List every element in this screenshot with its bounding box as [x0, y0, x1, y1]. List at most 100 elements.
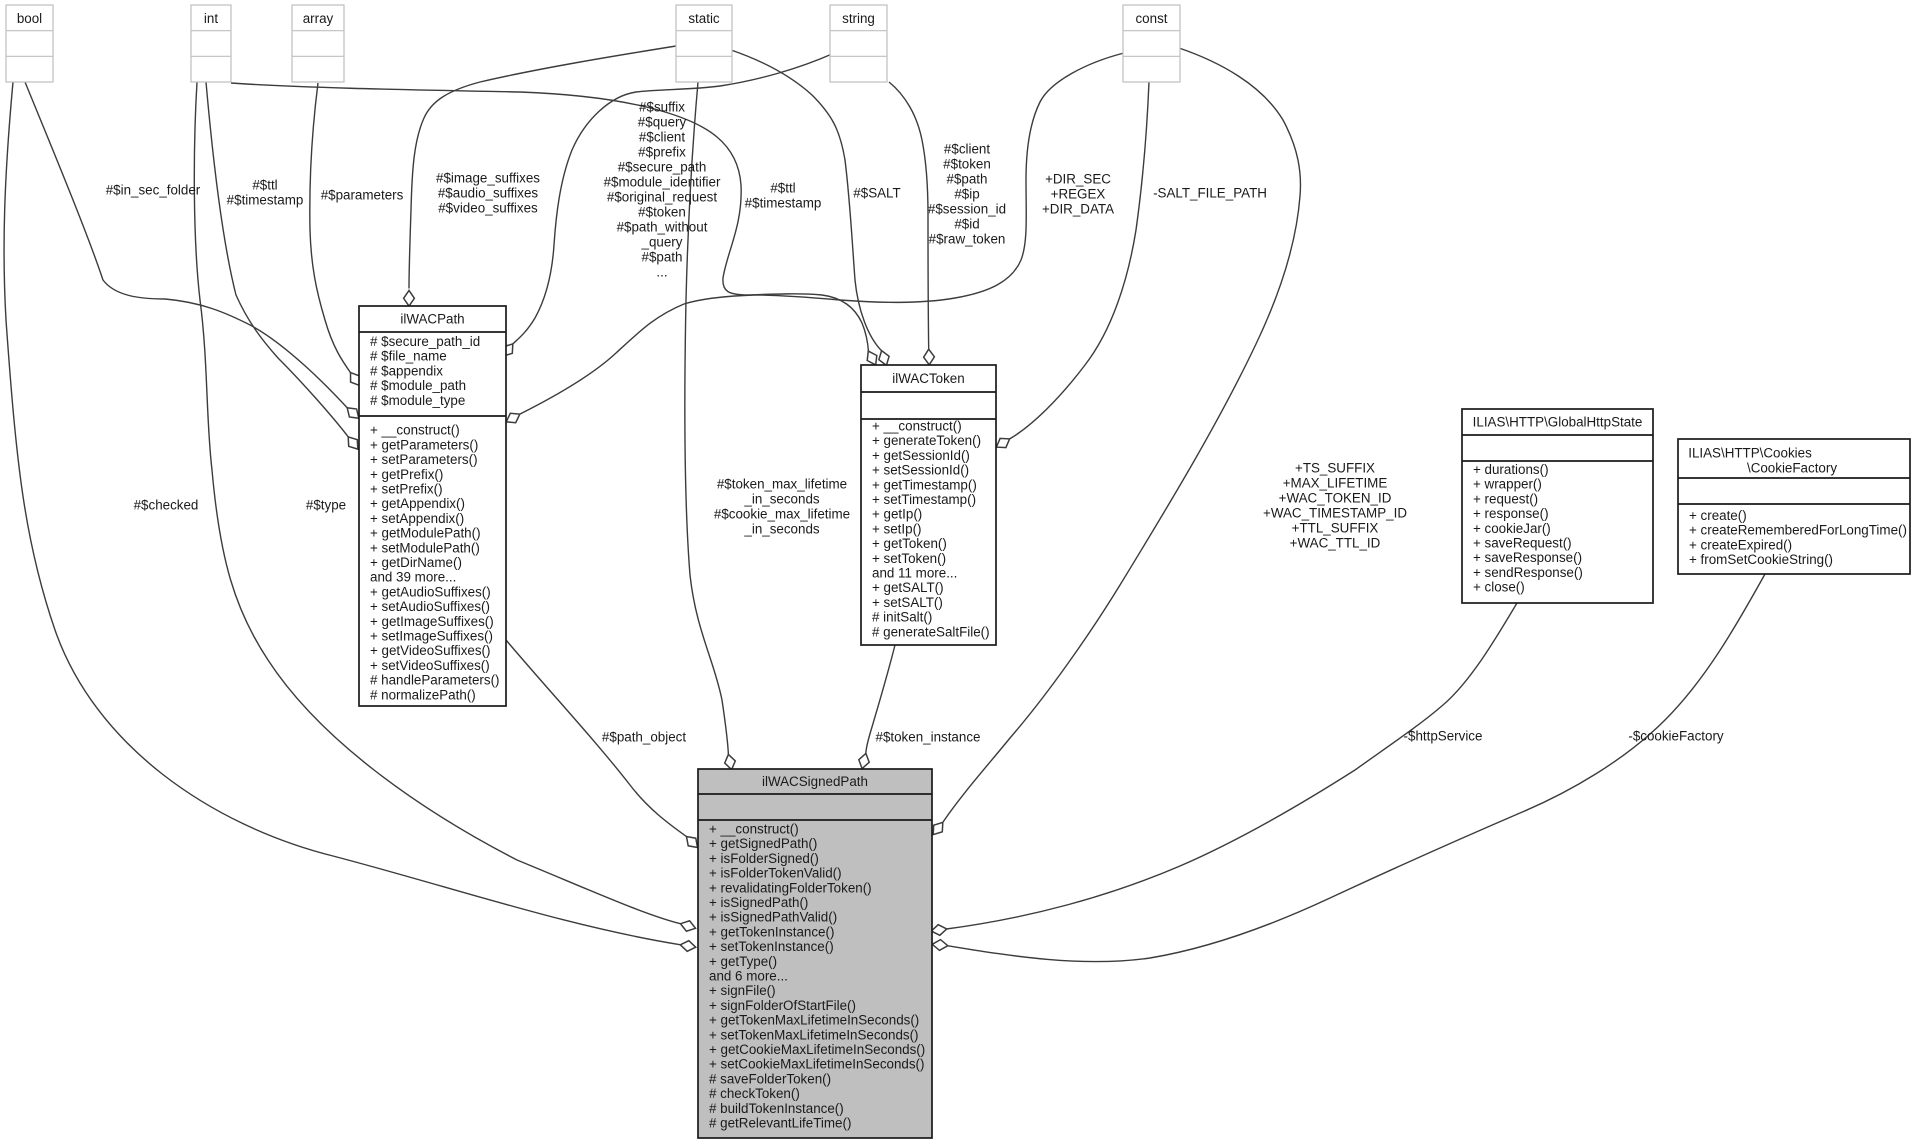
svg-text:+ wrapper(): + wrapper() [1473, 477, 1542, 492]
svg-text:_in_seconds: _in_seconds [743, 522, 819, 537]
svg-text:# generateSaltFile(): # generateSaltFile() [872, 624, 990, 639]
svg-text:+ signFile(): + signFile() [709, 983, 776, 998]
svg-text:+ setSessionId(): + setSessionId() [872, 463, 969, 478]
svg-text:+ response(): + response() [1473, 506, 1549, 521]
svg-text:+ generateToken(): + generateToken() [872, 433, 981, 448]
svg-text:+ request(): + request() [1473, 491, 1538, 506]
svg-text:and 11 more...: and 11 more... [872, 566, 957, 581]
svg-text:+ isSignedPathValid(): + isSignedPathValid() [709, 910, 837, 925]
svg-text:#$video_suffixes: #$video_suffixes [438, 201, 538, 216]
svg-text:+ getTokenMaxLifetimeInSeconds: + getTokenMaxLifetimeInSeconds() [709, 1013, 919, 1028]
svg-text:+MAX_LIFETIME: +MAX_LIFETIME [1283, 476, 1388, 491]
svg-text:+ setModulePath(): + setModulePath() [370, 540, 480, 555]
svg-text:+ revalidatingFolderToken(): + revalidatingFolderToken() [709, 880, 872, 895]
svg-text:#$in_sec_folder: #$in_sec_folder [106, 183, 201, 198]
svg-text:#$id: #$id [954, 217, 979, 232]
svg-text:+ setSALT(): + setSALT() [872, 595, 943, 610]
svg-text:ilWACPath: ilWACPath [400, 312, 464, 327]
svg-text:+ setParameters(): + setParameters() [370, 452, 478, 467]
svg-text:bool: bool [17, 11, 42, 26]
svg-text:+ getTokenInstance(): + getTokenInstance() [709, 924, 834, 939]
svg-text:+WAC_TOKEN_ID: +WAC_TOKEN_ID [1279, 491, 1392, 506]
svg-text:#$ttl: #$ttl [252, 178, 277, 193]
svg-text:-$httpService: -$httpService [1404, 729, 1483, 744]
svg-text:+ getSessionId(): + getSessionId() [872, 448, 970, 463]
svg-text:static: static [688, 11, 720, 26]
svg-text:_query: _query [641, 235, 683, 250]
svg-text:+ create(): + create() [1689, 508, 1747, 523]
svg-text:+ getSignedPath(): + getSignedPath() [709, 836, 817, 851]
svg-text:+ setCookieMaxLifetimeInSecond: + setCookieMaxLifetimeInSeconds() [709, 1057, 924, 1072]
svg-text:#$image_suffixes: #$image_suffixes [436, 171, 540, 186]
svg-text:+ isSignedPath(): + isSignedPath() [709, 895, 808, 910]
svg-text:and 6 more...: and 6 more... [709, 969, 788, 984]
svg-text:#$path_without: #$path_without [617, 220, 708, 235]
svg-text:#$timestamp: #$timestamp [745, 196, 822, 211]
svg-text:# $module_type: # $module_type [370, 393, 465, 408]
svg-text:+ getCookieMaxLifetimeInSecond: + getCookieMaxLifetimeInSeconds() [709, 1042, 925, 1057]
svg-text:#$ttl: #$ttl [770, 181, 795, 196]
svg-text:+DIR_SEC: +DIR_SEC [1045, 172, 1111, 187]
svg-text:+ getImageSuffixes(): + getImageSuffixes() [370, 614, 494, 629]
svg-text:-SALT_FILE_PATH: -SALT_FILE_PATH [1153, 186, 1267, 201]
svg-text:+ createRememberedForLongTime(: + createRememberedForLongTime() [1689, 523, 1907, 538]
svg-text:#$client: #$client [639, 130, 685, 145]
svg-text:+ getModulePath(): + getModulePath() [370, 526, 481, 541]
svg-text:+ fromSetCookieString(): + fromSetCookieString() [1689, 552, 1833, 567]
svg-text:+ __construct(): + __construct() [709, 822, 799, 837]
svg-text:#$parameters: #$parameters [321, 188, 404, 203]
svg-text:#$path: #$path [947, 172, 988, 187]
svg-text:+ getPrefix(): + getPrefix() [370, 467, 443, 482]
svg-text:+ getParameters(): + getParameters() [370, 437, 478, 452]
svg-text:# $appendix: # $appendix [370, 363, 443, 378]
svg-text:+ isFolderSigned(): + isFolderSigned() [709, 851, 819, 866]
svg-text:+ cookieJar(): + cookieJar() [1473, 521, 1551, 536]
svg-text:\CookieFactory: \CookieFactory [1747, 461, 1837, 476]
svg-text:#$secure_path: #$secure_path [618, 160, 707, 175]
svg-text:+ getIp(): + getIp() [872, 507, 922, 522]
svg-text:+ close(): + close() [1473, 580, 1525, 595]
svg-text:ilWACToken: ilWACToken [892, 371, 964, 386]
svg-text:...: ... [656, 265, 667, 280]
svg-text:#$query: #$query [638, 115, 687, 130]
svg-text:#$cookie_max_lifetime: #$cookie_max_lifetime [714, 507, 850, 522]
svg-text:+ saveRequest(): + saveRequest() [1473, 536, 1572, 551]
svg-text:+ setTokenMaxLifetimeInSeconds: + setTokenMaxLifetimeInSeconds() [709, 1027, 919, 1042]
svg-text:and 39 more...: and 39 more... [370, 570, 456, 585]
svg-text:#$token: #$token [638, 205, 686, 220]
svg-text:#$SALT: #$SALT [853, 186, 900, 201]
svg-text:# $file_name: # $file_name [370, 349, 447, 364]
svg-text:+ getVideoSuffixes(): + getVideoSuffixes() [370, 643, 490, 658]
svg-text:# buildTokenInstance(): # buildTokenInstance() [709, 1101, 844, 1116]
svg-text:ILIAS\HTTP\GlobalHttpState: ILIAS\HTTP\GlobalHttpState [1473, 415, 1643, 430]
svg-text:string: string [842, 11, 875, 26]
svg-text:+ setIp(): + setIp() [872, 521, 922, 536]
svg-text:#$timestamp: #$timestamp [227, 193, 304, 208]
svg-text:# saveFolderToken(): # saveFolderToken() [709, 1071, 831, 1086]
svg-text:+ setToken(): + setToken() [872, 551, 946, 566]
svg-text:# handleParameters(): # handleParameters() [370, 673, 500, 688]
svg-text:#$path: #$path [642, 250, 683, 265]
svg-text:+REGEX: +REGEX [1051, 187, 1106, 202]
svg-text:#$original_request: #$original_request [607, 190, 717, 205]
svg-text:+ createExpired(): + createExpired() [1689, 537, 1792, 552]
svg-text:+ getSALT(): + getSALT() [872, 580, 944, 595]
svg-text:+ sendResponse(): + sendResponse() [1473, 565, 1583, 580]
svg-text:+ signFolderOfStartFile(): + signFolderOfStartFile() [709, 998, 856, 1013]
svg-text:+DIR_DATA: +DIR_DATA [1042, 202, 1114, 217]
svg-text:+ __construct(): + __construct() [370, 423, 460, 438]
svg-text:+ setTokenInstance(): + setTokenInstance() [709, 939, 834, 954]
svg-text:+TS_SUFFIX: +TS_SUFFIX [1295, 461, 1375, 476]
svg-text:+ setPrefix(): + setPrefix() [370, 482, 443, 497]
svg-text:# normalizePath(): # normalizePath() [370, 687, 476, 702]
svg-text:int: int [204, 11, 218, 26]
svg-text:# initSalt(): # initSalt() [872, 610, 932, 625]
svg-text:#$client: #$client [944, 142, 990, 157]
svg-text:# getRelevantLifeTime(): # getRelevantLifeTime() [709, 1116, 851, 1131]
svg-text:#$path_object: #$path_object [602, 730, 686, 745]
svg-text:# $secure_path_id: # $secure_path_id [370, 334, 480, 349]
svg-text:+ __construct(): + __construct() [872, 419, 962, 434]
svg-text:+ setAppendix(): + setAppendix() [370, 511, 464, 526]
svg-text:+ durations(): + durations() [1473, 462, 1549, 477]
svg-text:#$module_identifier: #$module_identifier [604, 175, 721, 190]
